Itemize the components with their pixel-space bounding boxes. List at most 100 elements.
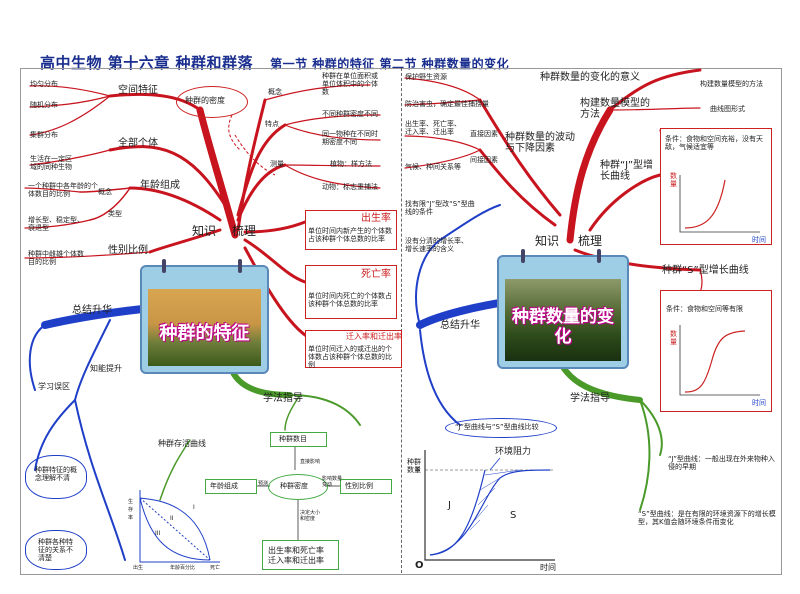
method-age: 年龄组成 (210, 482, 238, 490)
j-axis-y: 数量 (670, 172, 677, 188)
measure-plant: 植物：样方法 (330, 160, 372, 168)
birth-label: 出生率 (361, 213, 391, 224)
calendar-characteristics: 种群的特征 (140, 259, 269, 374)
method-sex: 性别比例 (345, 482, 373, 490)
curve-iii: III (155, 530, 161, 537)
ability-label: 知能提升 (90, 364, 122, 373)
forest-photo (505, 279, 621, 361)
right-method: 学法指导 (570, 393, 610, 404)
compare-label: “J”型曲线与“S”型曲线比较 (455, 423, 539, 431)
j-curve-box: 条件：食物和空间充裕，没有天敌，气候适宜等 (660, 128, 772, 245)
method-decide: 决定大小和密度 (300, 510, 321, 522)
calendar-label: 种群的特征 (159, 323, 250, 344)
s-curve-box: 条件：食物和空间等有限 (660, 290, 772, 412)
survival-curve-label: 种群存活曲线 (158, 439, 206, 448)
density-measure: 测量 (270, 160, 284, 168)
binder-ring-icon (238, 259, 242, 273)
age-concept-desc: 一个种群中各年龄的个体数目的比例 (28, 182, 98, 198)
j-curve-label: 种群“J”型增长曲线 (600, 160, 654, 182)
left-summary: 总结升华 (72, 305, 112, 316)
birth-desc: 单位时间内新产生的个体数占该种群个体总数的比率 (308, 227, 392, 243)
j-axis-x: 时间 (752, 236, 766, 244)
page-title: 高中生物 第十六章 种群和群落 第一节 种群的特征 第二节 种群数量的变化 (40, 54, 510, 72)
calendar-quantity: 种群数量的变化 (497, 249, 629, 369)
mis-1: 种群特征的概念理解不清 (35, 466, 77, 482)
density-concept: 概念 (268, 88, 282, 96)
method-rates-box: 出生率和死亡率 迁入率和迁出率 (262, 540, 339, 570)
migration-label: 迁入率和迁出率 (346, 332, 402, 341)
j-cond: 条件：食物和空间充裕，没有天敌，气候适宜等 (665, 135, 763, 151)
migration-desc: 单位时间迁入的或迁出的个体数占该种群个体总数的比例 (308, 345, 392, 369)
s-axis-x: 时间 (752, 399, 766, 407)
binder-ring-icon (597, 249, 601, 263)
factor-2: 气候、种间关系等 (405, 163, 461, 171)
giraffe-photo (148, 289, 261, 366)
binder-ring-icon (521, 249, 525, 263)
right-hub-knowledge: 知识 (535, 234, 560, 248)
mis-bubble-1 (25, 455, 87, 499)
factor-direct: 直接因素 (470, 130, 498, 138)
death-label: 死亡率 (361, 269, 391, 280)
compare-x-label: 时间 (540, 563, 556, 572)
j-note: “J”型曲线：一般出现在外来物种入侵的早期 (668, 455, 775, 471)
types-label: 类型 (108, 210, 122, 218)
survival-y-label: 生存率 (128, 499, 134, 521)
right-hub-review: 梳理 (578, 234, 603, 248)
factor-1: 出生率、死亡率、迁入率、迁出率 (405, 120, 461, 136)
protect-resources: 保护野生资源 (405, 73, 447, 81)
calendar-label-right: 种群数量的变化 (512, 307, 614, 347)
method-center-bubble (268, 474, 328, 500)
sex-label: 性别比例 (108, 245, 148, 256)
j-mark: J (448, 500, 451, 511)
s-axis-y: 数量 (670, 330, 677, 346)
sex-desc: 种群中雌雄个体数目的比例 (28, 250, 84, 266)
method-rates: 出生率和死亡率 迁入率和迁出率 (268, 546, 324, 565)
survival-x-right: 死亡 (210, 565, 221, 571)
pest-control: 防治害虫，确定最佳捕捞量 (405, 100, 489, 108)
center-divider (401, 68, 402, 573)
density-concept-desc: 种群在单位面积或单位体积中的个体数 (322, 72, 378, 96)
survival-x-mid: 年龄百分比 (170, 565, 196, 571)
left-hub-review: 梳理 (232, 224, 257, 238)
space-clump: 集群分布 (30, 131, 58, 139)
method-direct: 直接影响 (300, 459, 321, 465)
age-label: 年龄组成 (140, 180, 180, 191)
density-label: 种群的密度 (185, 96, 225, 105)
mis-label: 学习误区 (38, 382, 70, 391)
individual-label: 全部个体 (118, 138, 158, 149)
age-concept-label: 概念 (98, 188, 112, 196)
env-resistance: 环境阻力 (495, 447, 532, 457)
curve-form: 曲线图形式 (710, 105, 745, 113)
model-label: 构建数量模型的方法 (580, 98, 650, 120)
density-feature: 特点 (265, 120, 279, 128)
measure-animal: 动物：标志重捕法 (322, 183, 378, 191)
space-random: 随机分布 (30, 101, 58, 109)
feature-2: 同一物种在不同时期密度不同 (322, 130, 378, 146)
factors-label: 种群数量的波动与下降因素 (505, 132, 575, 154)
individual-desc: 生活在一定区域的同种生物 (30, 155, 72, 171)
s-cond: 条件：食物和空间等有限 (666, 305, 743, 313)
density-bubble (176, 86, 248, 118)
factor-indirect: 间接因素 (470, 156, 498, 164)
method-sex-box: 性别比例 (340, 479, 392, 494)
left-method: 学法指导 (263, 393, 303, 404)
origin-label: O (415, 560, 424, 571)
cond-note: 没有分清的增长率、增长速率的含义 (405, 237, 468, 253)
compare-bubble (445, 418, 557, 438)
types-desc: 增长型、稳定型、衰退型 (28, 216, 84, 232)
s-mark: S (510, 510, 517, 521)
survival-x-left: 出生 (133, 565, 144, 571)
model-sub: 构建数量模型的方法 (700, 80, 763, 88)
compare-y-label: 种群数量 (407, 458, 421, 474)
space-uniform: 均匀分布 (30, 80, 58, 88)
method-number-box: 种群数目 (270, 432, 327, 447)
death-rate-box: 死亡率 单位时间内死亡的个体数占该种群个体总数的比率 (305, 265, 397, 319)
method-number: 种群数目 (279, 435, 307, 443)
s-note: “S”型曲线：是在有限的环境资源下的增长模型，其K值会随环境条件而变化 (638, 510, 776, 526)
method-affect: 影响数量变动 (322, 476, 343, 488)
method-predict: 预测 (258, 481, 269, 487)
k-mark: K (416, 466, 420, 473)
